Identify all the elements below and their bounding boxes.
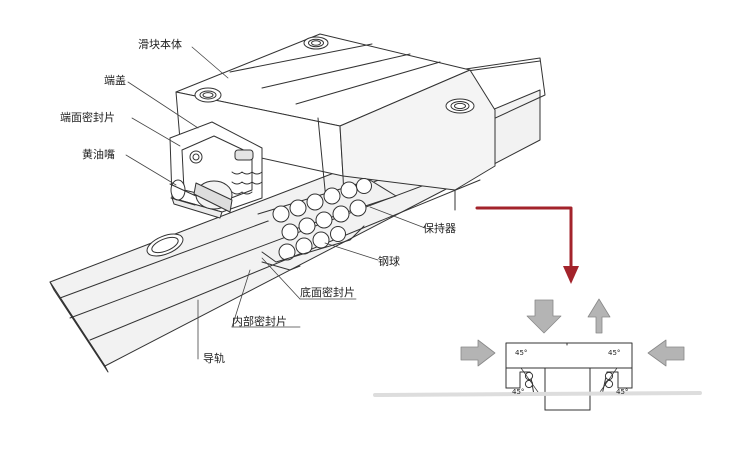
angle-label-bottom-right: 45° — [616, 388, 628, 396]
leader-lines — [125, 46, 426, 360]
label-end-seal: 端面密封片 — [60, 111, 115, 124]
label-slider-body: 滑块本体 — [138, 38, 182, 51]
label-bottom-seal: 底面密封片 — [300, 286, 355, 299]
indicator-arrow — [475, 206, 579, 284]
label-guide-rail: 导轨 — [203, 352, 225, 365]
label-end-cap: 端盖 — [104, 74, 126, 87]
angle-label-top-left: 45° — [515, 349, 527, 357]
angle-label-top-right: 45° — [608, 349, 620, 357]
slider-body — [175, 33, 496, 219]
grease-nipple — [169, 171, 263, 213]
force-right-arrow-icon — [460, 339, 496, 367]
cross-section — [460, 298, 685, 411]
end-cap — [169, 121, 263, 219]
ball-rows — [257, 178, 397, 271]
force-left-arrow-icon — [647, 339, 685, 367]
label-retainer: 保持器 — [423, 222, 456, 235]
label-grease-nipple: 黄油嘴 — [82, 148, 115, 161]
light-band — [373, 391, 702, 397]
force-up-arrow-icon — [587, 298, 611, 334]
force-down-arrow-icon — [526, 299, 562, 334]
label-steel-ball: 钢球 — [378, 255, 400, 268]
label-inner-seal: 内部密封片 — [232, 315, 287, 328]
angle-label-bottom-left: 45° — [512, 388, 524, 396]
